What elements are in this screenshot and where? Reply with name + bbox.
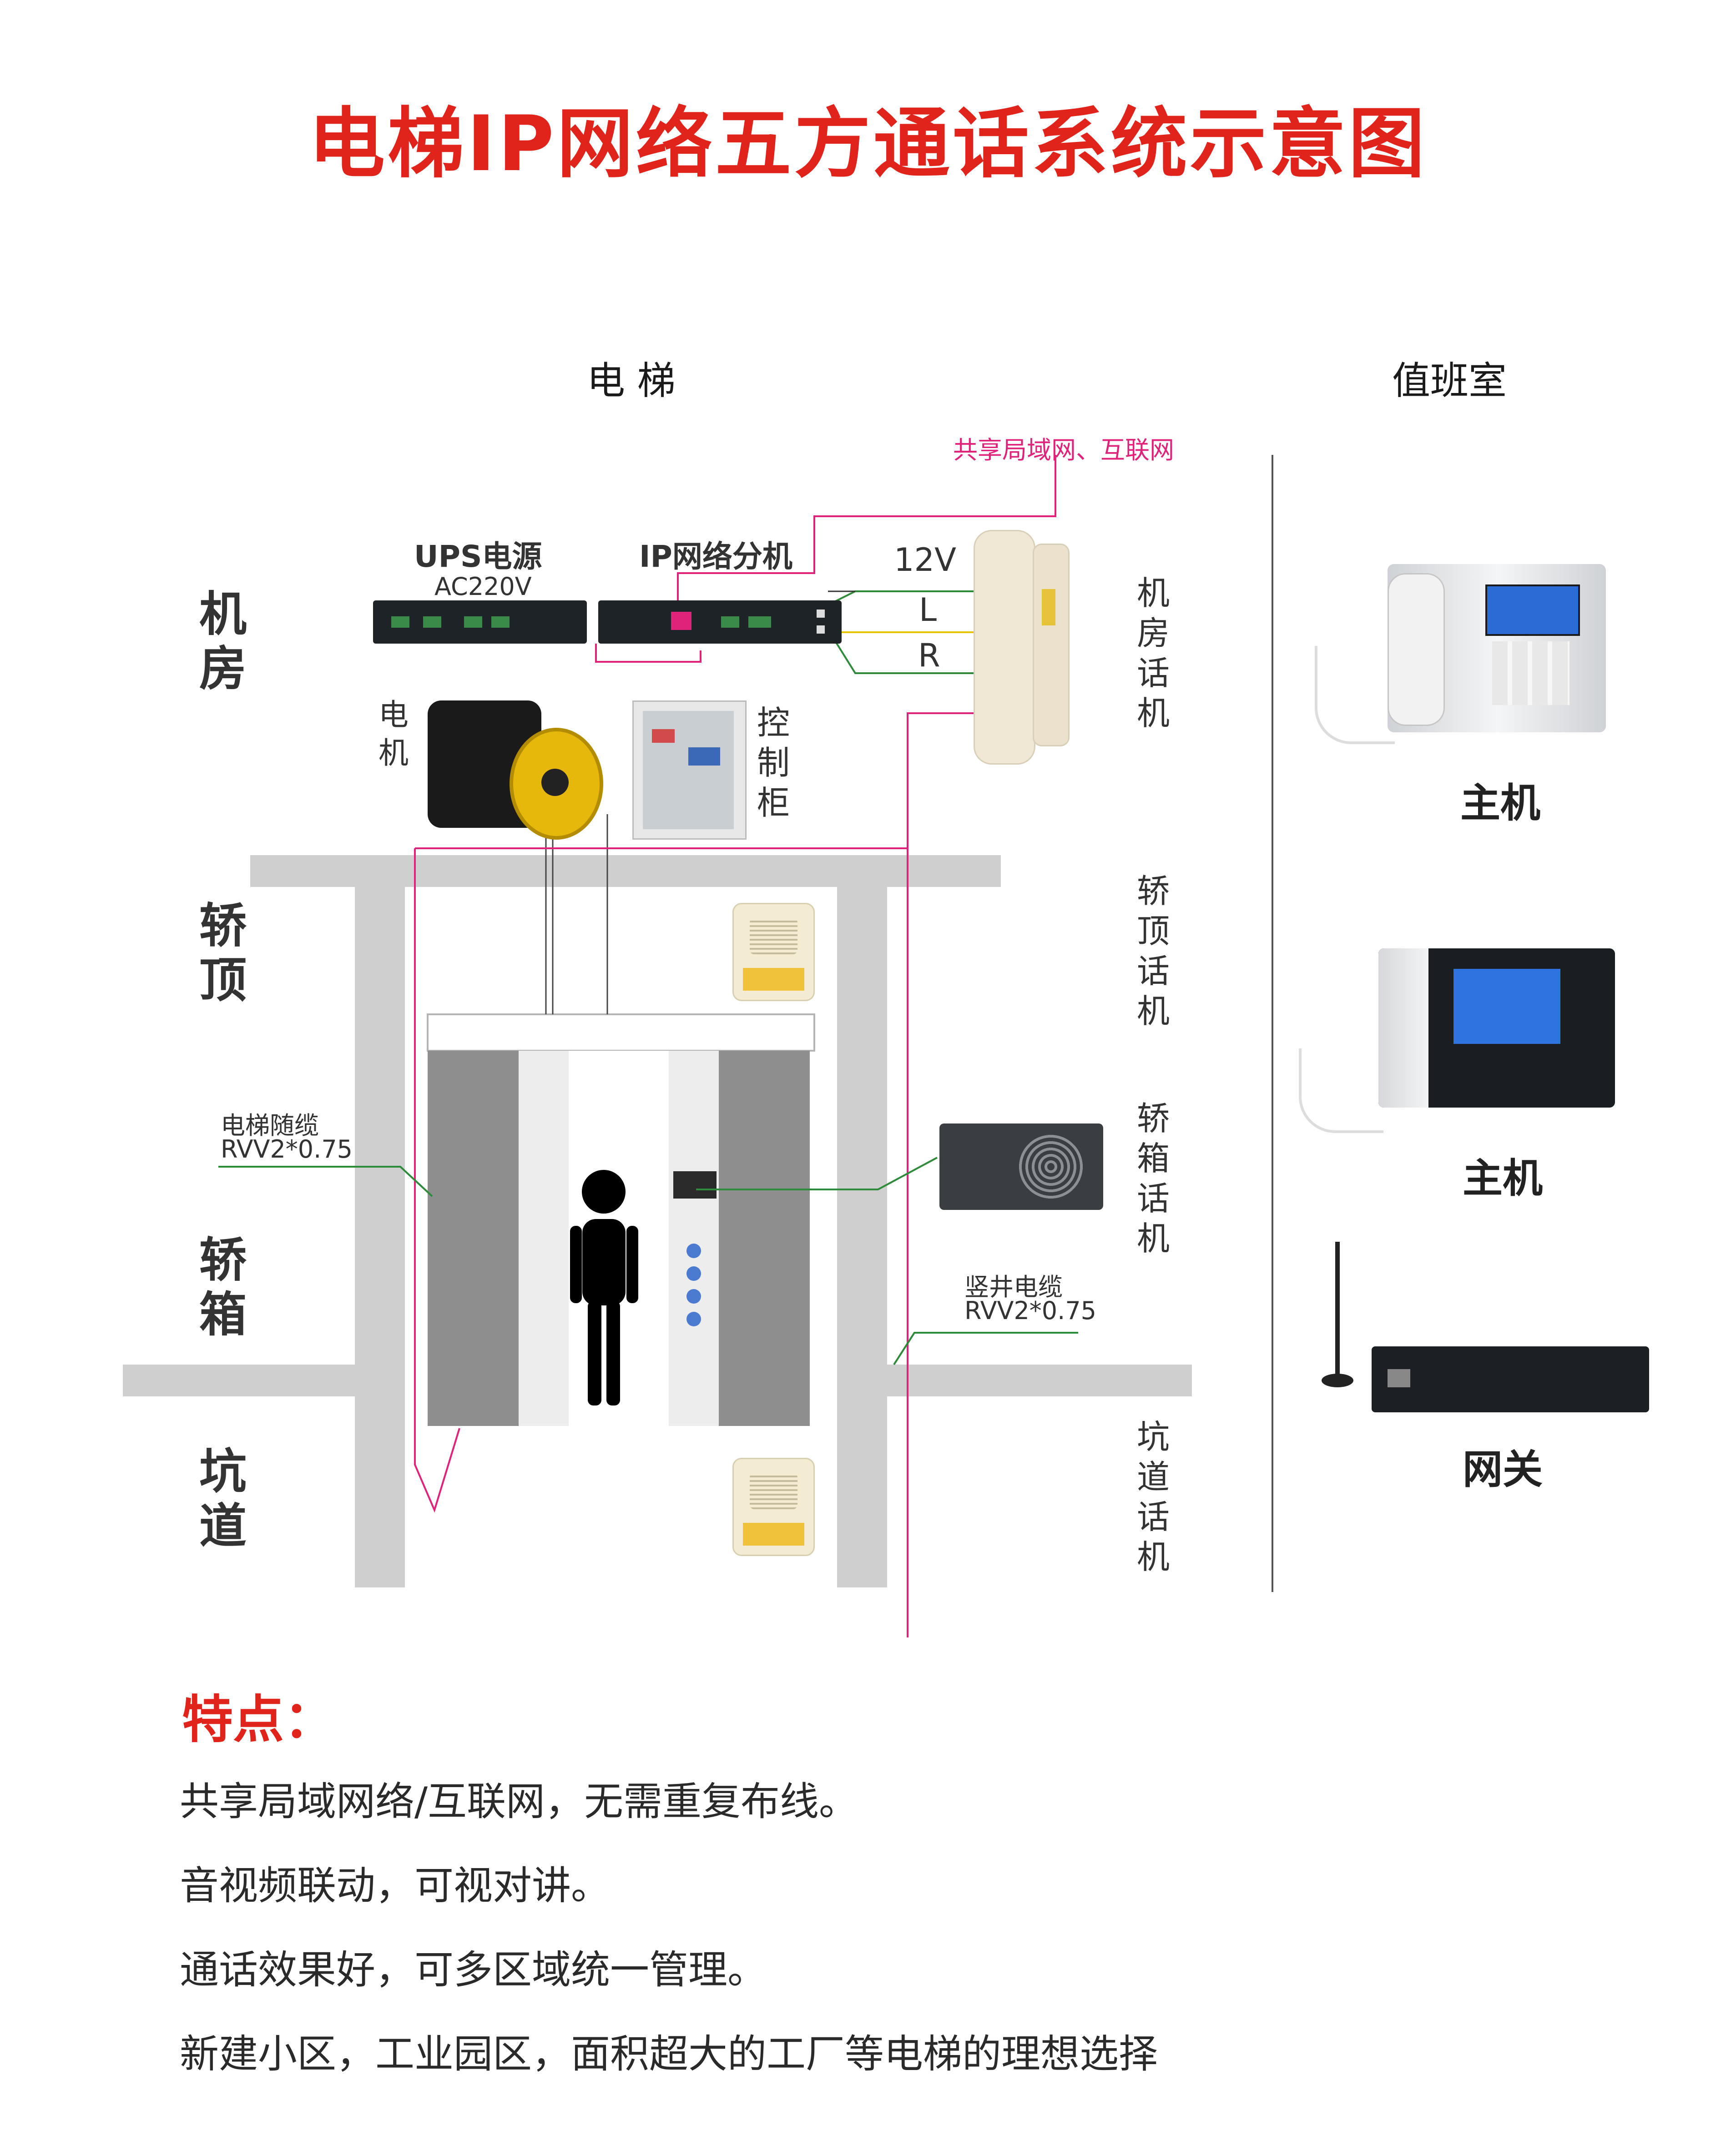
motor-image (419, 682, 632, 841)
feature-item: 共享局域网络/互联网，无需重复布线。 (180, 1779, 858, 1824)
network-label: 共享局域网、互联网 (953, 436, 1174, 464)
elevator-car (427, 1013, 815, 1426)
zone-pit: 坑道 (199, 1444, 247, 1554)
ups-voltage: AC220V (434, 572, 532, 601)
network-lines (414, 455, 1056, 1637)
car-intercom-label: 轿箱话机 (1136, 1099, 1170, 1258)
wire-l-label: L (919, 591, 937, 629)
ups-title: UPS电源 (414, 539, 542, 574)
feature-item: 新建小区，工业园区，面积超大的工厂等电梯的理想选择 (180, 2031, 1158, 2077)
machine-room-intercom-label: 机房话机 (1136, 574, 1170, 732)
duty-room-header: 值班室 (1392, 358, 1507, 403)
control-cabinet-label: 控制柜 (757, 704, 790, 822)
host2-label: 主机 (1463, 1155, 1543, 1202)
antenna-icon (1335, 1242, 1340, 1378)
splitter-title: IP网络分机 (639, 539, 792, 574)
elevator-header: 电 梯 (587, 358, 676, 403)
traveling-cable-spec: RVV2*0.75 (221, 1135, 353, 1164)
rj45-port-icon (671, 612, 691, 630)
pit-intercom (732, 1458, 815, 1556)
car-top-intercom (732, 903, 815, 1001)
section-divider (1272, 455, 1273, 1592)
ip-network-splitter (598, 600, 842, 644)
host-keypad-image (1315, 564, 1610, 746)
feature-item: 通话效果好，可多区域统一管理。 (180, 1947, 767, 1993)
traveling-cable-name: 电梯随缆 (221, 1111, 319, 1140)
gateway-label: 网关 (1463, 1446, 1543, 1493)
wire-r-label: R (918, 637, 940, 674)
host1-label: 主机 (1460, 780, 1541, 826)
zone-machine-room: 机房 (199, 586, 247, 696)
gateway-image (1303, 1242, 1654, 1415)
shaft-structure (123, 855, 1192, 1587)
zone-car-top: 轿顶 (199, 898, 247, 1008)
motor-label: 电机 (378, 697, 409, 771)
ups-power-unit (373, 600, 587, 644)
hoist-ropes (545, 814, 608, 1014)
page-title: 电梯IP网络五方通话系统示意图 (308, 99, 1428, 188)
person-icon (570, 1170, 638, 1406)
control-cabinet-image (632, 700, 747, 840)
features-title: 特点： (182, 1690, 335, 1749)
zone-car: 轿箱 (199, 1232, 247, 1342)
machine-room-intercom (974, 530, 1070, 765)
pit-intercom-label: 坑道话机 (1136, 1418, 1170, 1576)
wire-12v-label: 12V (894, 541, 956, 579)
car-top-intercom-label: 轿顶话机 (1136, 872, 1170, 1030)
car-intercom (939, 1123, 1103, 1210)
feature-item: 音视频联动，可视对讲。 (180, 1863, 610, 1909)
host-touchscreen-image (1299, 944, 1622, 1135)
shaft-cable-name: 竖井电缆 (964, 1273, 1063, 1301)
shaft-cable-spec: RVV2*0.75 (964, 1296, 1097, 1325)
